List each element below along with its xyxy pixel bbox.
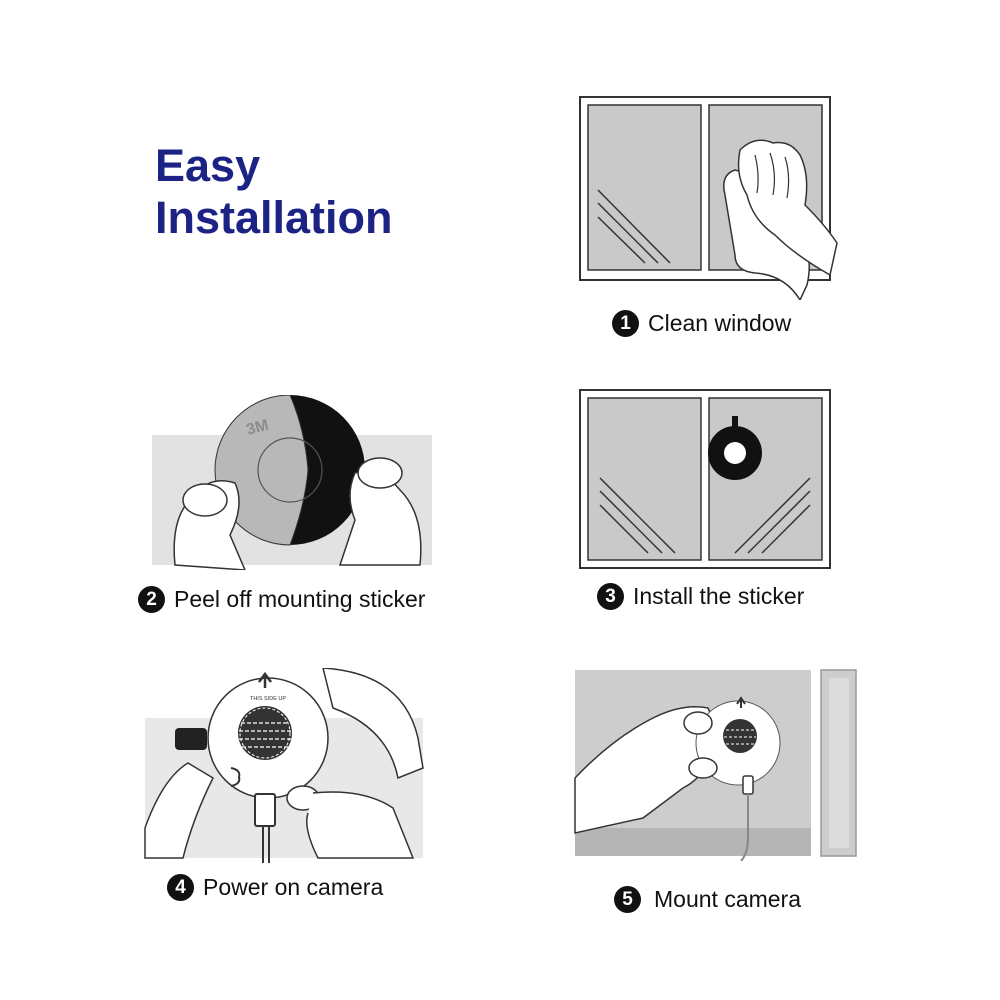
- clean-window-illustration: [579, 96, 838, 300]
- this-side-up-label: THIS SIDE UP: [250, 696, 286, 702]
- step-1-caption: 1 Clean window: [612, 310, 791, 337]
- step-5-label: Mount camera: [654, 886, 802, 912]
- step-5-number: 5: [614, 886, 641, 913]
- mount-camera-illustration: [574, 669, 857, 861]
- step-3-label: Install the sticker: [633, 583, 805, 609]
- title-line-2: Installation: [155, 192, 393, 243]
- sticker-brand-text: 3M: [245, 417, 271, 439]
- step-4-label: Power on camera: [203, 874, 384, 900]
- power-on-camera-illustration: THIS SIDE UP: [144, 668, 424, 863]
- step-2-number: 2: [138, 586, 165, 613]
- step-4-caption: 4 Power on camera: [167, 874, 383, 901]
- step-3-caption: 3 Install the sticker: [597, 583, 804, 610]
- step-4-number: 4: [167, 874, 194, 901]
- install-sticker-illustration: [579, 389, 831, 569]
- sticker-ring-icon: [708, 416, 762, 480]
- step-1-number: 1: [612, 310, 639, 337]
- page-title: Easy Installation: [155, 140, 393, 244]
- camera-speaker-icon: [723, 719, 757, 753]
- speaker-grille-icon: [238, 706, 292, 760]
- step-1-label: Clean window: [648, 310, 792, 336]
- step-2-caption: 2 Peel off mounting sticker: [138, 586, 425, 613]
- step-2-label: Peel off mounting sticker: [174, 586, 426, 612]
- title-line-1: Easy: [155, 140, 261, 191]
- hand-with-cloth-icon: [723, 139, 838, 300]
- step-5-caption: 5 Mount camera: [614, 886, 801, 913]
- peel-sticker-illustration: 3M: [152, 395, 432, 570]
- step-3-number: 3: [597, 583, 624, 610]
